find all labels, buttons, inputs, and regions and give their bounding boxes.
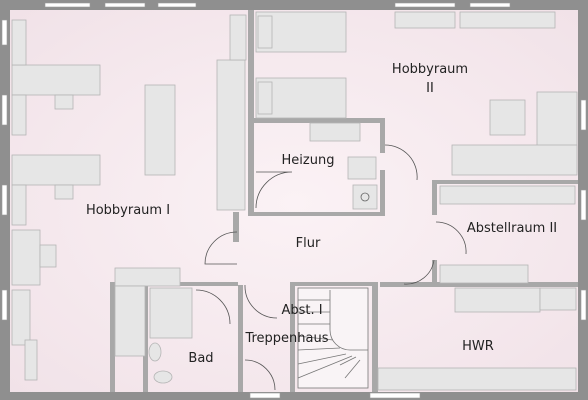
room-label-hobbyraum-2-line2: II xyxy=(426,81,434,96)
staircase xyxy=(297,287,369,389)
room-label-abstellraum-2: Abstellraum II xyxy=(467,221,557,236)
furniture xyxy=(11,11,578,391)
room-label-treppenhaus: Treppenhaus xyxy=(244,331,328,346)
room-label-hobbyraum-2-line1: Hobbyraum xyxy=(392,62,468,77)
door-swings xyxy=(195,144,467,391)
room-label-heizung: Heizung xyxy=(282,153,335,168)
room-label-bad: Bad xyxy=(188,351,213,366)
room-label-hobbyraum-1: Hobbyraum I xyxy=(86,203,170,218)
room-label-hwr: HWR xyxy=(462,339,494,354)
room-label-abstellraum-1: Abst. I xyxy=(281,303,322,318)
room-label-flur: Flur xyxy=(296,236,321,251)
